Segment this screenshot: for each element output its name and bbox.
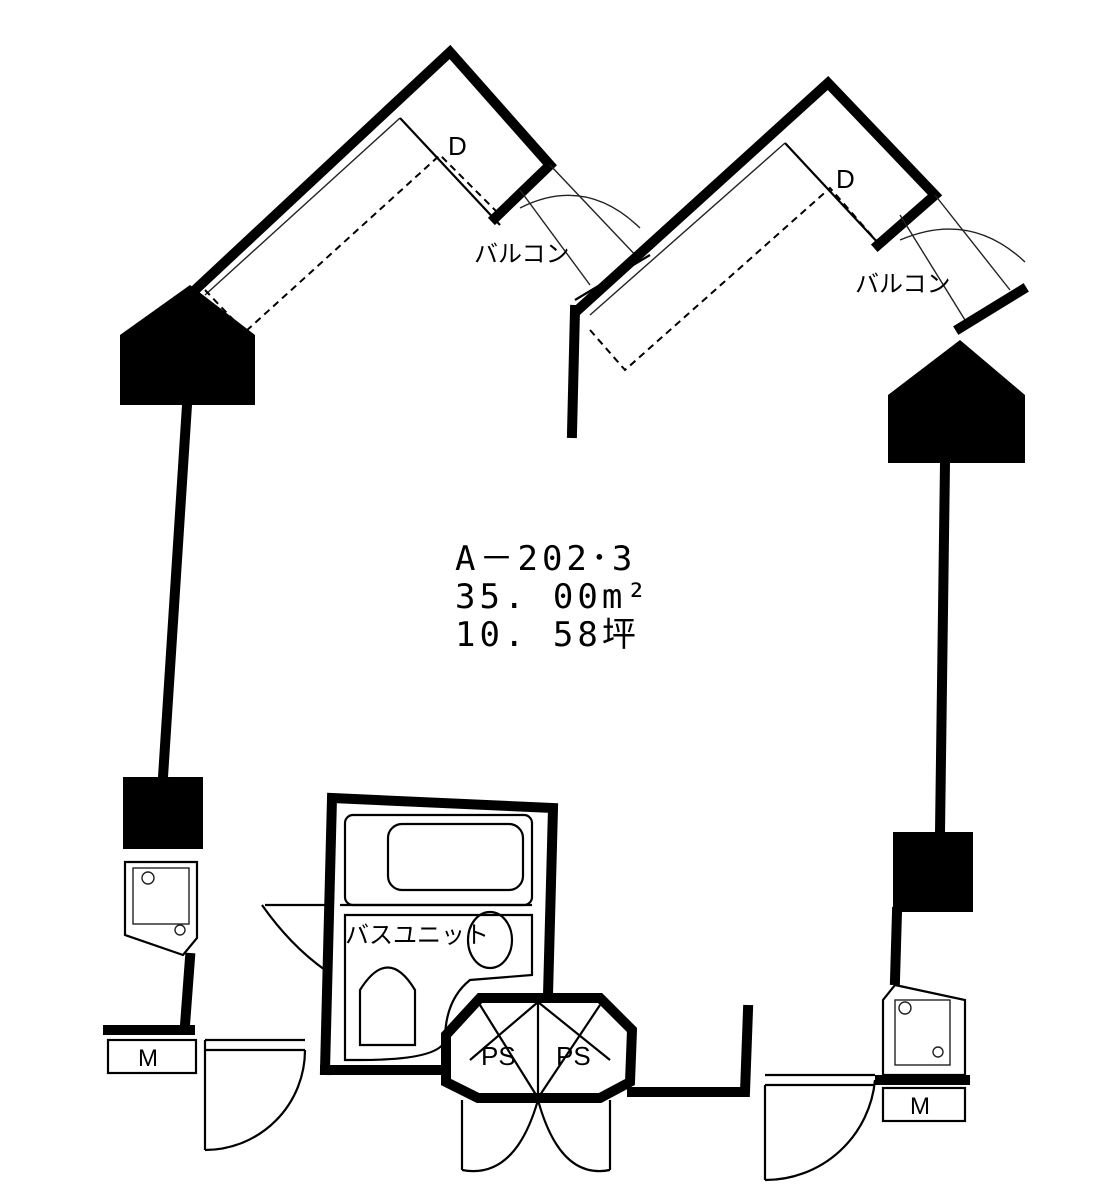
bath-unit-label: バスユニット [345,922,489,949]
column-top-left [120,285,255,405]
drain-label-right: D [836,164,855,194]
ps-label-right: PS [556,1041,591,1071]
pipe-shafts [441,993,638,1103]
right-wall [934,457,951,838]
center-divider-wall [566,304,581,439]
left-alcove [103,860,199,1035]
column-bottom-right [893,832,973,912]
meter-label-right: M [910,1093,930,1120]
right-alcove [875,906,970,1085]
column-bottom-left [123,777,203,849]
balcony-label-left: バルコン [474,241,570,268]
meter-box-left [106,1038,198,1075]
bottom-wall [627,1004,754,1097]
meter-box-right [881,1086,967,1123]
left-wall [157,399,193,783]
entrance-door-right [763,1073,877,1182]
area-m2: 35. 00m² [455,577,651,617]
entrance-door-left [203,1038,307,1152]
ps-label-left: PS [481,1041,516,1071]
drain-label-left: D [448,131,467,161]
unit-name: A－202･3 [455,539,636,579]
area-tsubo: 10. 58坪 [455,615,640,655]
right-bay [572,76,1029,372]
ps-doors [460,1099,612,1173]
column-top-right [888,340,1025,463]
bath-unit [261,792,559,1076]
meter-label-left: M [138,1045,158,1072]
left-bay [187,44,651,334]
balcony-label-right: バルコン [855,271,951,298]
